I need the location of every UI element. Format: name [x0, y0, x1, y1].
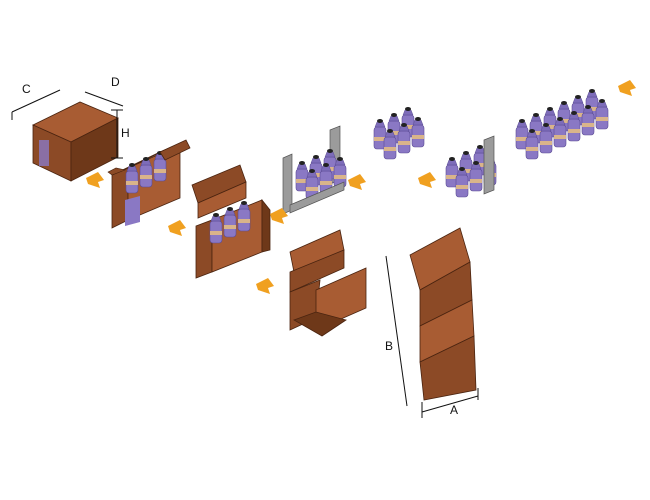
flow-arrow-icon — [270, 208, 288, 224]
finished-box — [32, 101, 119, 182]
flow-arrow-icon — [418, 172, 436, 188]
bottle-group-twelve — [515, 88, 609, 160]
flow-arrow-icon — [348, 174, 366, 190]
bottle-group-six — [373, 106, 425, 160]
dimension-h: H — [111, 109, 130, 159]
box-filling-step — [191, 164, 271, 279]
flow-arrow-icon — [168, 220, 186, 236]
carrier-with-bottles-right — [445, 135, 497, 198]
box-closing-step — [107, 139, 191, 229]
label-c: C — [22, 82, 31, 96]
dimension-c: C — [11, 82, 61, 120]
flow-arrow-icon — [256, 278, 274, 294]
label-b: B — [385, 339, 393, 353]
label-h: H — [121, 126, 130, 140]
dimension-d: D — [84, 75, 124, 107]
flow-arrow-icon — [86, 172, 104, 188]
partially-folded-blank — [289, 229, 367, 337]
dimension-b: B — [385, 255, 408, 407]
flat-blank — [409, 227, 477, 401]
dimension-a: A — [421, 388, 479, 418]
flow-arrow-icon — [618, 80, 636, 96]
label-a: A — [450, 403, 458, 417]
label-d: D — [111, 75, 120, 89]
carrier-with-bottles-left — [282, 125, 347, 215]
flow-arrows — [86, 80, 636, 294]
